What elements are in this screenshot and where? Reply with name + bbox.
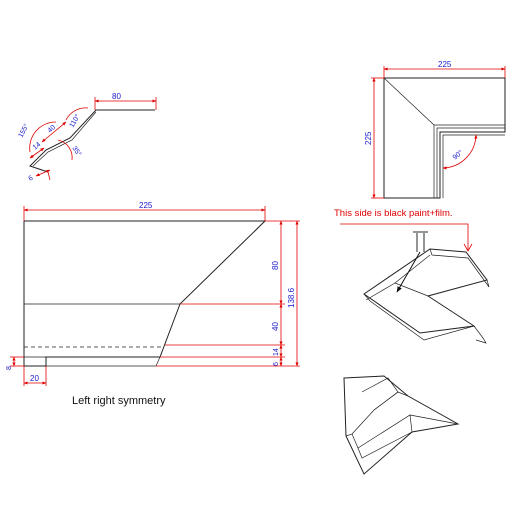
corner-dim-width: 225 — [438, 60, 452, 69]
corner-arc-90 — [442, 134, 478, 170]
paint-note-arrow — [463, 243, 473, 252]
iso-lower-flange-2 — [351, 391, 409, 435]
paint-note: This side is black paint+film. — [334, 208, 473, 252]
paint-side-note: This side is black paint+film. — [334, 208, 453, 219]
flat-caption: Left right symmetry — [72, 395, 166, 407]
flat-pattern: 225 80 40 14 6 138.6 8 20 Left right sym… — [6, 201, 300, 407]
iso-upper-pointer-arrow — [396, 251, 421, 293]
iso-view-lower — [343, 375, 460, 475]
corner-inner-2 — [436, 127, 505, 198]
iso-lower-flange-3 — [357, 431, 413, 459]
flat-dim-6: 6 — [273, 362, 280, 366]
iso-lower-flange-1 — [345, 414, 413, 449]
corner-top-view: 225 225 90° — [364, 60, 506, 199]
flat-dim-8: 8 — [6, 366, 13, 370]
profile-dim-14: 14 — [32, 141, 43, 151]
iso-lower-outer — [343, 375, 460, 475]
profile-dim-40: 40 — [47, 124, 58, 134]
corner-dim-angle: 90° — [451, 148, 464, 161]
flat-dim-width: 225 — [139, 201, 153, 210]
profile-dim-6: 6 — [28, 175, 35, 183]
profile-dim-6-line — [35, 169, 51, 177]
paint-note-leader — [340, 223, 469, 251]
profile-inner — [32, 111, 97, 167]
profile-arc-110 — [65, 107, 89, 121]
iso-lower-crease — [409, 414, 459, 425]
iso-upper-lip — [363, 293, 487, 344]
flat-outline — [23, 220, 267, 367]
corner-outer — [383, 77, 506, 199]
flat-dim-20: 20 — [30, 374, 39, 383]
profile-outline — [29, 109, 155, 173]
flat-dim-14: 14 — [273, 348, 280, 356]
flat-slant-bottom — [155, 356, 161, 367]
profile-dim-14-line — [29, 147, 45, 159]
corner-diagonal — [383, 77, 435, 126]
iso-upper-flange — [429, 248, 490, 288]
iso-upper-crease — [365, 282, 396, 301]
iso-view-upper — [363, 231, 490, 344]
iso-upper-top-face — [363, 248, 488, 334]
profile-section: 80 155° 110° 40 14 35° 6 — [17, 92, 157, 183]
flat-dim-80: 80 — [271, 261, 280, 270]
profile-dim-40-line — [41, 121, 67, 143]
flat-dim-40: 40 — [271, 322, 280, 331]
profile-dim-155: 155° — [17, 122, 31, 139]
profile-dim-80: 80 — [112, 92, 121, 101]
flat-dim-total: 138.6 — [287, 287, 296, 308]
profile-ext-6 — [47, 171, 51, 181]
profile-dim-110: 110° — [68, 113, 82, 129]
corner-dim-height: 225 — [364, 131, 373, 145]
corner-inner-1 — [433, 124, 505, 198]
